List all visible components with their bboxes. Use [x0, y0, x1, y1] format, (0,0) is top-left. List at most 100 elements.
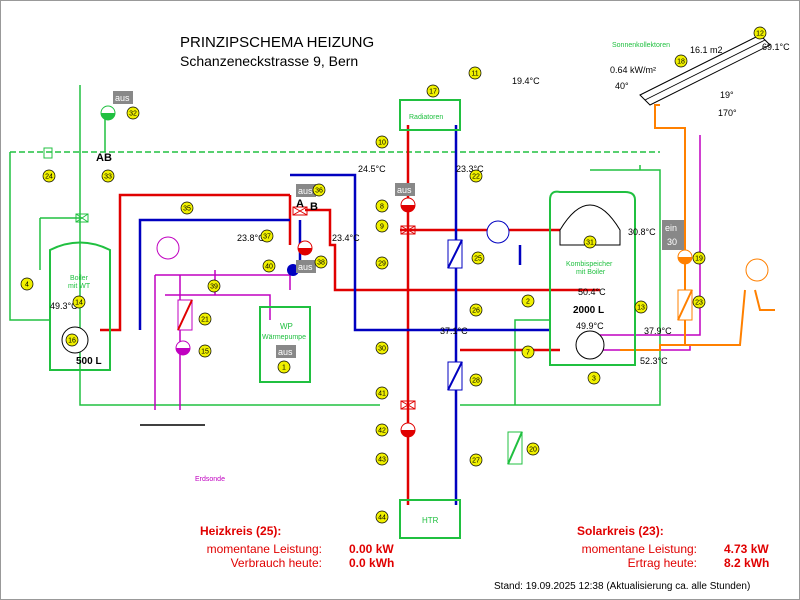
- sensor-marker-3: 3: [587, 371, 601, 385]
- sensor-markers: 1234789101112131415161718192021222324252…: [20, 26, 767, 524]
- sensor-marker-1: 1: [277, 360, 291, 374]
- sensor-marker-9: 9: [375, 219, 389, 233]
- page-subtitle: Schanzeneckstrasse 9, Bern: [180, 53, 359, 69]
- valve-b-label: B: [310, 201, 318, 213]
- sensor-marker-31: 31: [583, 235, 597, 249]
- heat-power-value: 0.00 kW: [349, 542, 394, 556]
- solar-summary-title: Solarkreis (23):: [577, 524, 664, 538]
- svg-text:19: 19: [695, 256, 703, 263]
- svg-text:12: 12: [756, 31, 764, 38]
- htr-box: [399, 499, 461, 539]
- svg-text:44: 44: [378, 515, 386, 522]
- svg-text:11: 11: [471, 71, 478, 78]
- svg-text:32: 32: [129, 111, 137, 118]
- wp-flow-temp: 23.8°C: [237, 233, 265, 243]
- heat-power-label: momentane Leistung:: [206, 542, 322, 556]
- rad-flow-temp: 24.5°C: [358, 164, 386, 174]
- combi-storage-tank: [549, 190, 636, 366]
- combi-sub: mit Boiler: [576, 269, 606, 276]
- sensor-marker-38: 38: [314, 255, 328, 269]
- htr-label: HTR: [422, 516, 439, 525]
- svg-text:30: 30: [378, 346, 386, 353]
- pump-rad-state: aus: [397, 185, 412, 195]
- pumps: [100, 105, 693, 438]
- boiler-sub: mit WT: [68, 283, 91, 290]
- solar-pump-state: ein: [665, 223, 677, 233]
- svg-text:17: 17: [429, 89, 437, 96]
- sensor-marker-8: 8: [375, 199, 389, 213]
- heat-pump-box: [259, 306, 311, 383]
- svg-text:2: 2: [526, 299, 530, 306]
- svg-text:33: 33: [104, 174, 112, 181]
- collector-area: 16.1 m2: [690, 45, 723, 55]
- heat-energy-label: Verbrauch heute:: [230, 556, 322, 570]
- sensor-marker-23: 23: [692, 295, 706, 309]
- combi-temp-bottom: 49.9°C: [576, 321, 604, 331]
- sensor-marker-42: 42: [375, 423, 389, 437]
- sensor-marker-14: 14: [72, 295, 86, 309]
- valves: [292, 206, 416, 410]
- svg-text:1: 1: [282, 365, 286, 372]
- valve-33-state: aus: [115, 93, 130, 103]
- rad-return-temp: 23.3°C: [456, 164, 484, 174]
- glycol-pipes: [154, 135, 701, 410]
- svg-text:35: 35: [183, 206, 191, 213]
- heat-summary-title: Heizkreis (25):: [200, 524, 282, 538]
- heat-energy-value: 0.0 kWh: [349, 556, 395, 570]
- sensor-marker-10: 10: [375, 135, 389, 149]
- svg-text:15: 15: [201, 349, 209, 356]
- sensor-marker-15: 15: [198, 344, 212, 358]
- sensor-marker-19: 19: [692, 251, 706, 265]
- sensor-marker-39: 39: [207, 279, 221, 293]
- sensor-marker-33: 33: [101, 169, 115, 183]
- mid-flow-temp: 37.1°C: [440, 326, 468, 336]
- svg-text:16: 16: [68, 338, 76, 345]
- radiators-box: [399, 99, 461, 131]
- heat-exchangers: [177, 239, 693, 465]
- sensor-marker-13: 13: [634, 300, 648, 314]
- heat-pump-state: aus: [278, 347, 293, 357]
- svg-text:10: 10: [378, 140, 386, 147]
- sensor-marker-28: 28: [469, 373, 483, 387]
- svg-text:24: 24: [45, 174, 53, 181]
- red-pipes: [100, 125, 600, 505]
- collector-irradiance: 0.64 kW/m²: [610, 65, 656, 75]
- collector-azimuth: 170°: [718, 108, 737, 118]
- sensor-marker-18: 18: [674, 54, 688, 68]
- svg-text:8: 8: [380, 204, 384, 211]
- radiators-label: Radiatoren: [409, 114, 443, 121]
- sensor-marker-43: 43: [375, 452, 389, 466]
- sensor-marker-16: 16: [65, 333, 79, 347]
- svg-text:29: 29: [378, 261, 386, 268]
- green-valves: [43, 147, 89, 223]
- valve-ab-label: AB: [96, 152, 112, 164]
- solar-power-label: momentane Leistung:: [581, 542, 697, 556]
- solar-energy-value: 8.2 kWh: [724, 556, 770, 570]
- ground-probe-label: Erdsonde: [195, 476, 225, 483]
- svg-text:9: 9: [380, 224, 384, 231]
- sensor-marker-37: 37: [260, 229, 274, 243]
- green-pipes: [9, 85, 661, 406]
- svg-text:41: 41: [378, 391, 386, 398]
- svg-text:28: 28: [472, 378, 480, 385]
- boiler-temp: 49.3°C: [50, 301, 78, 311]
- sensor-marker-40: 40: [262, 259, 276, 273]
- sensor-marker-2: 2: [521, 294, 535, 308]
- svg-text:43: 43: [378, 457, 386, 464]
- sensor-marker-29: 29: [375, 256, 389, 270]
- svg-text:27: 27: [472, 458, 480, 465]
- svg-text:26: 26: [472, 308, 480, 315]
- svg-text:20: 20: [529, 447, 537, 454]
- wp-return-temp: 23.4°C: [332, 233, 360, 243]
- svg-text:37: 37: [263, 234, 271, 241]
- solar-power-value: 4.73 kW: [724, 542, 769, 556]
- outdoor-temp: 19.4°C: [512, 76, 540, 86]
- svg-text:36: 36: [315, 188, 323, 195]
- solar-pipes: [620, 104, 775, 351]
- sensor-marker-7: 7: [521, 345, 535, 359]
- svg-text:22: 22: [472, 174, 480, 181]
- page-title: PRINZIPSCHEMA HEIZUNG: [180, 34, 375, 51]
- svg-text:23: 23: [695, 300, 703, 307]
- sensor-marker-21: 21: [198, 312, 212, 326]
